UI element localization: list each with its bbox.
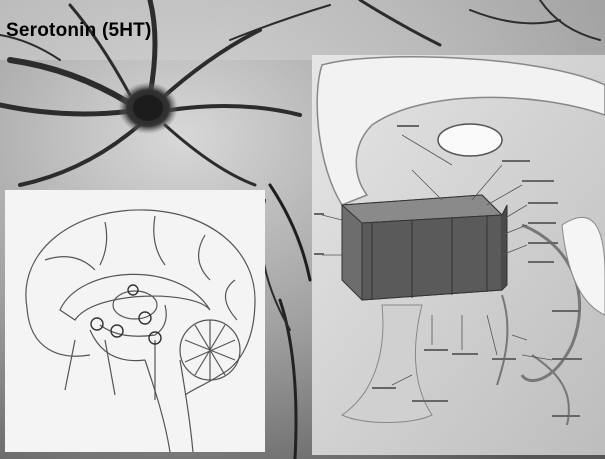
- sagittal-brain-diagram: [5, 190, 265, 452]
- thalamus-anatomy-illustration: [312, 55, 605, 455]
- thalamus-anatomy-drawing: [312, 55, 605, 455]
- sagittal-brain-drawing: [5, 190, 265, 452]
- slide-title: Serotonin (5HT): [6, 20, 152, 42]
